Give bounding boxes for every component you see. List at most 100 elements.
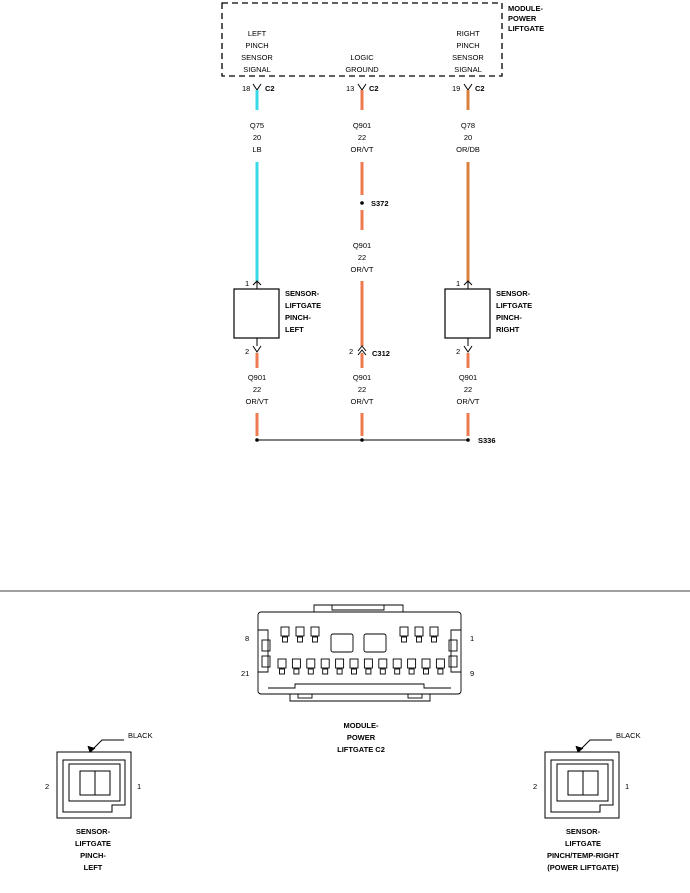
wire-labels: Q75 20 LB Q901 22 OR/VT Q78 20 OR/DB Q90… <box>246 121 480 406</box>
connector-view-module-c2: 8 1 21 9 <box>241 604 474 702</box>
wire-right-top-gauge: 20 <box>464 133 472 142</box>
c2-cavity-bottom-7 <box>363 658 373 669</box>
wire-center-mid-color: OR/VT <box>351 265 374 274</box>
wire-center-mid-gauge: 22 <box>358 253 366 262</box>
c2-cavity-bottom-10 <box>407 658 417 669</box>
c2-cavity-bottom-5 <box>335 658 345 669</box>
wire-center-top-color: OR/VT <box>351 145 374 154</box>
wire-left-top-circuit: Q75 <box>250 121 264 130</box>
c2-cavity-bottom-11-latch <box>423 668 429 675</box>
sensor-left-view-name-3: PINCH- <box>80 851 106 860</box>
c2-cavity-bottom-1-latch <box>279 668 285 675</box>
wire-left-top-color: LB <box>252 145 261 154</box>
pin-number-13: 13 <box>346 84 354 93</box>
sensor-right-pin-top: 1 <box>456 279 460 288</box>
sensor-right-name-2: LIFTGATE <box>496 301 532 310</box>
c2-view-name-1: MODULE- <box>344 721 379 730</box>
wire-right-bot-gauge: 22 <box>464 385 472 394</box>
pin-label-left-1: LEFT <box>248 29 267 38</box>
module-name-line-3: LIFTGATE <box>508 24 544 33</box>
c2-cavity-bottom-8 <box>378 658 388 669</box>
wire-center-bot-gauge: 22 <box>358 385 366 394</box>
sensor-right-view-name-4: (POWER LIFTGATE) <box>547 863 619 872</box>
wire-center-mid-circuit: Q901 <box>353 241 371 250</box>
sensor-right: 1 2 SENSOR- LIFTGATE PINCH- RIGHT <box>444 279 532 356</box>
c2-cavity-top-left-3 <box>310 626 320 637</box>
sensor-right-view-name-3: PINCH/TEMP-RIGHT <box>547 851 620 860</box>
c2-cavity-top-right-2-latch <box>416 636 422 643</box>
c2-cavity-bottom-12 <box>435 658 445 669</box>
c2-cavity-bottom-1 <box>277 658 287 669</box>
c2-view-name-2: POWER <box>347 733 376 742</box>
sensor-left-view-name-1: SENSOR- <box>76 827 111 836</box>
wire-left-bot-circuit: Q901 <box>248 373 266 382</box>
pin-label-center-2: GROUND <box>345 65 379 74</box>
c2-cavity-bottom-10-latch <box>408 668 415 675</box>
sensor-right-view-pin-2: 2 <box>533 782 537 791</box>
sensor-left-view-color: BLACK <box>128 731 153 740</box>
pin-label-right-1: RIGHT <box>456 29 480 38</box>
connector-c2-center: C2 <box>369 84 379 93</box>
c2-cavity-top-right-1 <box>399 626 409 637</box>
c2-pin-21: 21 <box>241 669 249 678</box>
c2-cavity-bottom-11 <box>421 658 431 669</box>
c2-pin-1: 1 <box>470 634 474 643</box>
connector-c2-right: C2 <box>475 84 485 93</box>
pin-label-left-2: PINCH <box>245 41 268 50</box>
splice-s372-label: S372 <box>371 199 389 208</box>
wire-right-top-circuit: Q78 <box>461 121 475 130</box>
module-name-line-2: POWER <box>508 14 537 23</box>
wire-center-bot-color: OR/VT <box>351 397 374 406</box>
c2-view-name-3: LIFTGATE C2 <box>337 745 385 754</box>
sensor-right-name-3: PINCH- <box>496 313 522 322</box>
c2-cavity-bottom-6-latch <box>351 668 357 675</box>
c2-cavity-top-right-3 <box>429 626 439 637</box>
splice-s372: S372 <box>360 199 389 208</box>
wire-left-bot-color: OR/VT <box>246 397 269 406</box>
sensor-left-pin-bottom: 2 <box>245 347 249 356</box>
c2-cavity-top-left-1-latch <box>282 636 288 643</box>
wire-center-top-gauge: 22 <box>358 133 366 142</box>
c2-cavity-bottom-12-latch <box>437 668 444 675</box>
c312-pin: 2 <box>349 347 353 356</box>
pin-label-right-2: PINCH <box>456 41 479 50</box>
wire-center-bot-circuit: Q901 <box>353 373 371 382</box>
c2-cavity-bottom-9 <box>392 658 402 669</box>
c2-cavity-bottom-4-latch <box>322 668 329 675</box>
c2-cavity-bottom-5-latch <box>336 668 343 675</box>
pin-label-left-4: SIGNAL <box>243 65 271 74</box>
c2-cavity-bottom-4 <box>320 658 330 669</box>
sensor-left-view-name-2: LIFTGATE <box>75 839 111 848</box>
wire-right-bot-circuit: Q901 <box>459 373 477 382</box>
sensor-right-view-color: BLACK <box>616 731 641 740</box>
connector-c2-left: C2 <box>265 84 275 93</box>
sensor-left-name-1: SENSOR- <box>285 289 320 298</box>
sensor-left-pin-top: 1 <box>245 279 249 288</box>
c312-label: C312 <box>372 349 390 358</box>
c2-cavity-bottom-3-latch <box>307 668 314 675</box>
c2-cavity-top-left-2-latch <box>297 636 303 643</box>
c2-cavity-top-right-3-latch <box>431 636 437 643</box>
c2-cavity-top-right-1-latch <box>401 636 407 643</box>
pin-label-right-3: SENSOR <box>452 53 484 62</box>
wire-right-bot-color: OR/VT <box>457 397 480 406</box>
pin-number-19: 19 <box>452 84 460 93</box>
sensor-right-name-1: SENSOR- <box>496 289 531 298</box>
c2-cavities <box>277 626 445 675</box>
inline-connector-c312: 2 C312 <box>349 345 390 358</box>
c2-cavity-bottom-2 <box>291 658 301 669</box>
c2-cavity-bottom-9-latch <box>394 668 401 675</box>
sensor-right-pin-bottom: 2 <box>456 347 460 356</box>
wire-left-top-gauge: 20 <box>253 133 261 142</box>
sensor-right-view-pin-1: 1 <box>625 782 629 791</box>
c2-cavity-bottom-6 <box>349 658 359 669</box>
module-name-line-1: MODULE- <box>508 4 543 13</box>
pin-label-right-4: SIGNAL <box>454 65 482 74</box>
c2-pin-9: 9 <box>470 669 474 678</box>
c2-cavity-top-right-2 <box>414 626 424 637</box>
wire-segments <box>255 90 470 436</box>
sensor-right-name-4: RIGHT <box>496 325 520 334</box>
sensor-left-view-name-4: LEFT <box>84 863 103 872</box>
sensor-left-name-2: LIFTGATE <box>285 301 321 310</box>
sensor-left-name-3: PINCH- <box>285 313 311 322</box>
